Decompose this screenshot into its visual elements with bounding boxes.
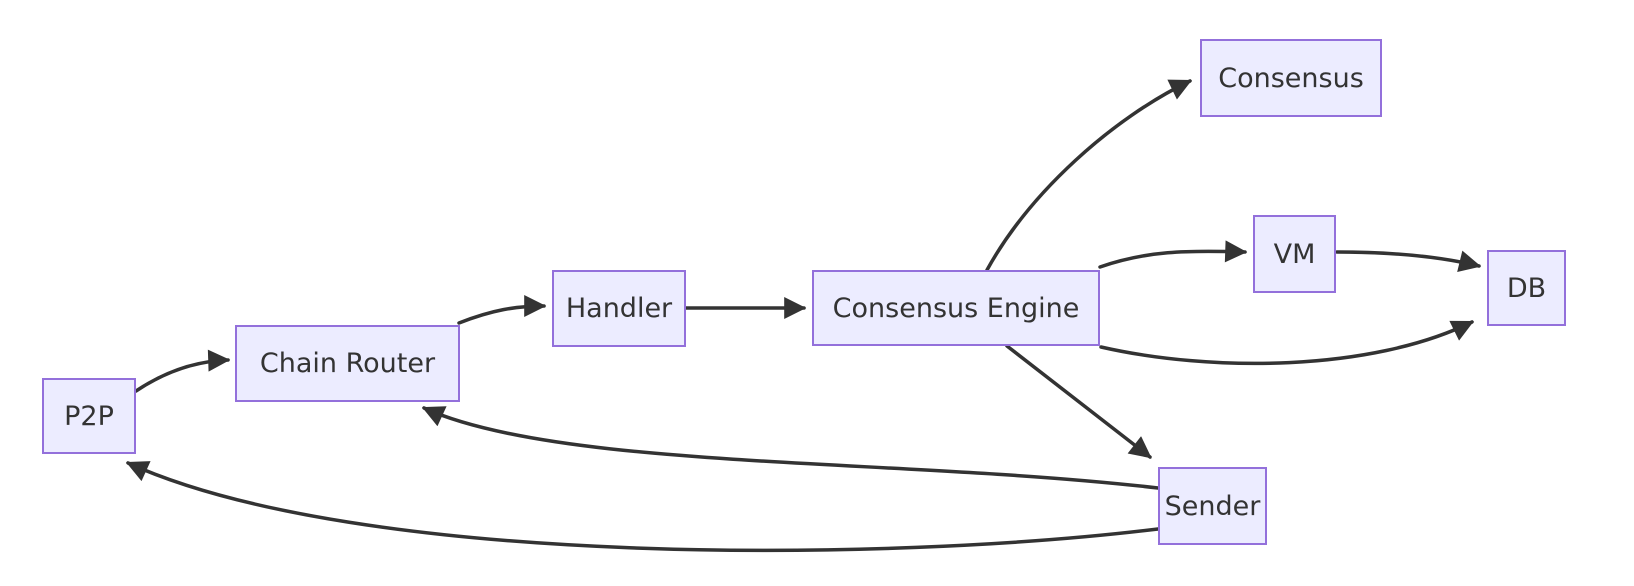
edge-chain-router-to-handler bbox=[457, 295, 547, 325]
edge-sender-to-p2p bbox=[125, 461, 1160, 553]
node-vm-label: VM bbox=[1273, 238, 1316, 270]
node-handler-label: Handler bbox=[565, 293, 673, 324]
edge-consensus-engine-to-vm bbox=[1098, 240, 1248, 269]
node-chain-router: Chain Router bbox=[235, 325, 460, 402]
node-handler: Handler bbox=[552, 270, 686, 347]
node-p2p-label: P2P bbox=[64, 400, 114, 432]
node-db: DB bbox=[1487, 250, 1566, 326]
node-p2p: P2P bbox=[42, 378, 136, 454]
node-consensus-engine: Consensus Engine bbox=[812, 270, 1100, 346]
edge-sender-to-chain-router bbox=[421, 406, 1160, 490]
edge-consensus-engine-to-sender bbox=[1005, 344, 1152, 459]
edge-p2p-to-chain-router bbox=[134, 349, 231, 393]
node-sender-label: Sender bbox=[1164, 490, 1261, 522]
node-consensus-engine-label: Consensus Engine bbox=[832, 292, 1080, 324]
edge-consensus-engine-to-db bbox=[1099, 320, 1474, 366]
node-db-label: DB bbox=[1506, 272, 1547, 304]
node-consensus-label: Consensus bbox=[1218, 62, 1364, 94]
edge-vm-to-db bbox=[1335, 250, 1482, 273]
node-chain-router-label: Chain Router bbox=[259, 348, 436, 379]
node-vm: VM bbox=[1253, 215, 1336, 293]
node-consensus: Consensus bbox=[1200, 39, 1382, 117]
node-sender: Sender bbox=[1158, 467, 1267, 545]
edge-consensus-engine-to-consensus bbox=[985, 79, 1192, 272]
